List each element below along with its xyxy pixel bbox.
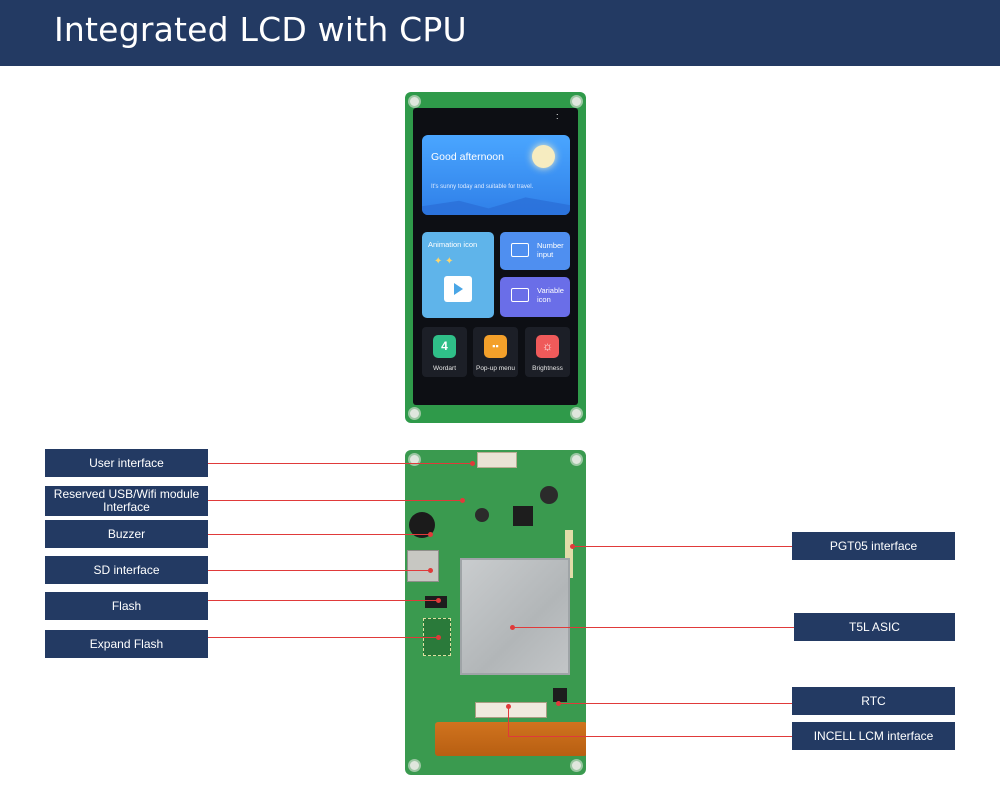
fpc-connector <box>475 702 547 718</box>
leader-line <box>208 534 430 535</box>
capacitor-component <box>540 486 558 504</box>
leader-dot <box>510 625 515 630</box>
leader-dot <box>556 701 561 706</box>
keyboard-icon <box>511 243 529 257</box>
label-incell-lcm-interface: INCELL LCM interface <box>792 722 955 750</box>
mountain-illustration <box>422 197 570 215</box>
leader-line <box>208 500 462 501</box>
label-rtc: RTC <box>792 687 955 715</box>
label-user-interface: User interface <box>45 449 208 477</box>
lcd-screen: : Good afternoon It's sunny today and su… <box>413 108 578 405</box>
label-expand-flash: Expand Flash <box>45 630 208 658</box>
label-pgt05-interface: PGT05 interface <box>792 532 955 560</box>
mount-hole <box>570 407 583 420</box>
label-usb-wifi-interface: Reserved USB/Wifi module Interface <box>45 486 208 516</box>
video-play-icon <box>444 276 472 302</box>
tile-number-label: Number input <box>537 241 564 259</box>
leader-line <box>508 736 792 737</box>
leader-dot <box>436 635 441 640</box>
leader-line <box>208 600 438 601</box>
brightness-icon: ☼ <box>536 335 559 358</box>
tile-animation-label: Animation icon <box>428 240 478 249</box>
tile-variable-label: Variable icon <box>537 286 564 304</box>
label-flash: Flash <box>45 592 208 620</box>
leader-dot <box>460 498 465 503</box>
label-t5l-asic: T5L ASIC <box>794 613 955 641</box>
tile-number-input: Number input <box>500 232 570 270</box>
leader-line <box>572 546 792 547</box>
leader-dot <box>570 544 575 549</box>
app-popup-menu: ▪▪ Pop-up menu <box>473 327 518 377</box>
app-label: Brightness <box>532 365 563 372</box>
page-title: Integrated LCD with CPU <box>54 10 467 49</box>
app-label: Pop-up menu <box>475 365 516 372</box>
rtc-battery <box>553 688 567 702</box>
sun-icon <box>532 145 555 168</box>
more-icon: : <box>556 111 559 121</box>
leader-line <box>208 570 430 571</box>
pcb-back-board-image <box>405 450 586 775</box>
weather-greeting: Good afternoon <box>431 151 504 163</box>
mount-hole <box>408 453 421 466</box>
tile-variable-icon: Variable icon <box>500 277 570 317</box>
page-header: Integrated LCD with CPU <box>0 0 1000 66</box>
mount-hole <box>570 453 583 466</box>
leader-line <box>558 703 792 704</box>
t5l-asic-shield <box>460 558 570 675</box>
app-brightness: ☼ Brightness <box>525 327 570 377</box>
leader-dot <box>428 532 433 537</box>
capacitor-component <box>475 508 489 522</box>
leader-line <box>508 706 509 736</box>
lcm-flex-cable <box>435 722 586 756</box>
mount-hole <box>408 95 421 108</box>
lcd-front-board-image: : Good afternoon It's sunny today and su… <box>405 92 586 423</box>
leader-dot <box>428 568 433 573</box>
app-wordart: 4 Wordart <box>422 327 467 377</box>
popup-menu-icon: ▪▪ <box>484 335 507 358</box>
user-interface-connector <box>477 452 517 468</box>
tile-animation-icon: Animation icon ✦ ✦ <box>422 232 494 318</box>
leader-line <box>512 627 794 628</box>
wordart-icon: 4 <box>433 335 456 358</box>
mount-hole <box>408 759 421 772</box>
mount-hole <box>408 407 421 420</box>
leader-dot <box>470 461 475 466</box>
label-sd-interface: SD interface <box>45 556 208 584</box>
weather-card: Good afternoon It's sunny today and suit… <box>422 135 570 215</box>
weather-subtitle: It's sunny today and suitable for travel… <box>431 184 534 190</box>
label-buzzer: Buzzer <box>45 520 208 548</box>
mount-hole <box>570 759 583 772</box>
leader-line <box>208 637 438 638</box>
ic-component <box>513 506 533 526</box>
leader-line <box>208 463 472 464</box>
leader-dot <box>436 598 441 603</box>
sliders-icon <box>511 288 529 302</box>
pgt05-connector <box>565 530 573 578</box>
mount-hole <box>570 95 583 108</box>
sparkle-icon: ✦ ✦ <box>434 256 454 267</box>
sd-card-slot <box>407 550 439 582</box>
app-label: Wordart <box>433 365 456 372</box>
